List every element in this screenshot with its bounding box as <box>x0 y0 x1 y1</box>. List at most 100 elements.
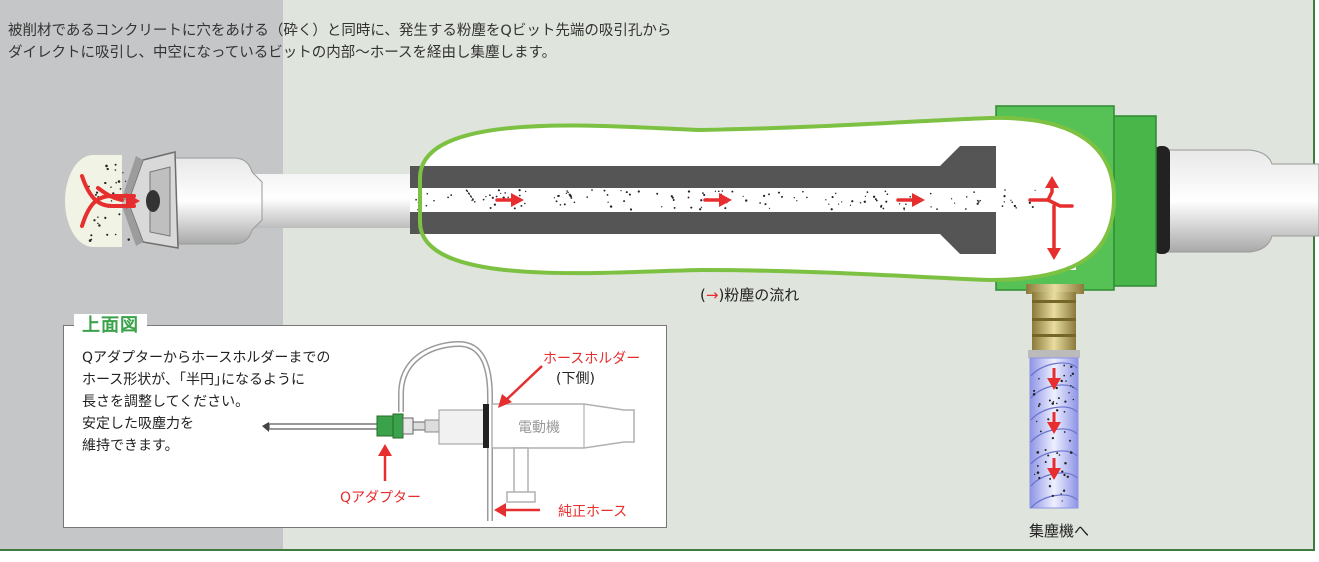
dust-particle <box>491 196 494 199</box>
dust-particle <box>563 203 566 206</box>
dust-particle <box>965 196 968 198</box>
dust-particle <box>1063 473 1066 477</box>
dust-particle <box>591 189 593 191</box>
dust-particle <box>1072 386 1074 388</box>
dust-particle <box>489 207 492 209</box>
dust-particle <box>903 209 905 211</box>
q-adapter-label: Qアダプター <box>340 490 422 506</box>
dust-particle <box>1049 477 1052 480</box>
dust-particle <box>1035 420 1038 423</box>
dust-particle <box>1038 377 1040 380</box>
dust-particle <box>106 167 109 171</box>
dust-particle <box>447 196 449 199</box>
flow-label-prefix: ( <box>700 286 706 304</box>
dust-particles-hose <box>1032 364 1075 502</box>
dust-particle <box>1063 364 1066 367</box>
dust-particle <box>497 189 500 192</box>
dust-particle <box>115 181 117 184</box>
dust-particle <box>763 194 766 197</box>
dust-particle <box>702 192 704 194</box>
dust-particle <box>866 191 869 193</box>
dust-particle <box>863 200 866 203</box>
hose-coil <box>1030 450 1078 465</box>
dust-particle <box>1072 398 1075 401</box>
dust-particle <box>1037 405 1040 408</box>
dust-particle <box>687 190 691 193</box>
dust-particle <box>105 164 108 168</box>
dust-particle <box>1051 494 1054 498</box>
dust-particle <box>495 195 498 198</box>
dust-particle <box>965 208 967 210</box>
dust-particle <box>485 195 487 198</box>
dust-particle <box>502 196 505 199</box>
dust-particle <box>513 207 516 210</box>
dust-particle <box>1069 451 1073 454</box>
dust-particle <box>1038 476 1041 480</box>
dust-particle <box>806 196 808 199</box>
dust-particle <box>1036 451 1040 454</box>
dust-particle <box>759 202 761 204</box>
dust-particle <box>607 201 609 203</box>
dust-particle <box>724 207 727 210</box>
dust-particle <box>426 192 429 195</box>
dust-particle <box>97 222 99 225</box>
dust-particle <box>94 193 97 196</box>
dust-particle <box>1048 485 1052 488</box>
dust-particle <box>1001 205 1004 207</box>
dust-particle <box>1047 454 1050 457</box>
dust-particle <box>471 199 473 202</box>
dust-particle <box>672 198 675 202</box>
dust-particle <box>1036 471 1040 474</box>
dust-particle <box>903 207 906 210</box>
dust-particle <box>504 192 507 194</box>
dust-particle <box>573 201 576 204</box>
dust-particle <box>671 196 674 199</box>
hose-coil <box>1030 406 1078 421</box>
dust-particle <box>1010 199 1012 201</box>
dust-particle <box>1033 473 1036 476</box>
dust-particle <box>1056 402 1058 405</box>
dust-particle <box>1056 452 1059 455</box>
dust-particle <box>700 206 703 208</box>
dust-particle <box>637 190 640 193</box>
top-view-title: 上面図 <box>74 314 147 338</box>
dust-particle <box>623 200 626 203</box>
dust-particle <box>690 206 693 209</box>
dust-particle <box>872 195 876 198</box>
dust-particle <box>114 169 117 171</box>
dust-particle <box>1037 465 1039 467</box>
dust-particle <box>825 199 827 201</box>
genuine-hose-label: 純正ホース <box>558 504 628 520</box>
dust-particle <box>717 190 720 193</box>
dust-particle <box>1063 431 1066 433</box>
dust-particle <box>1038 403 1041 406</box>
dust-particle <box>1065 380 1067 382</box>
motor-label: 電動機 <box>518 420 560 436</box>
dust-particle <box>930 206 932 208</box>
dust-particle <box>106 233 109 236</box>
dust-particle <box>471 198 474 200</box>
dust-particle <box>1061 500 1063 502</box>
dust-particle <box>841 201 843 203</box>
intro-text: 被削材であるコンクリートに穴をあける（砕く）と同時に、発生する粉塵をQビット先端… <box>8 20 671 64</box>
dust-particle <box>1044 460 1047 464</box>
dust-particle <box>768 207 771 209</box>
dust-particle <box>1052 401 1055 403</box>
dust-particle <box>828 203 830 205</box>
suction-arrows <box>80 174 140 228</box>
dust-particle <box>570 197 573 199</box>
dust-particle <box>629 208 633 211</box>
dust-particle <box>1061 470 1064 473</box>
dust-particle <box>1062 489 1066 492</box>
dust-particle <box>1051 436 1055 440</box>
dust-particle <box>110 200 113 202</box>
dust-particle <box>781 195 783 198</box>
dust-particle <box>586 196 588 198</box>
dust-particle <box>625 191 628 194</box>
dust-particle <box>1031 205 1034 209</box>
dust-particle <box>1055 386 1058 390</box>
dust-particle <box>1032 393 1036 396</box>
dust-particle <box>104 181 107 185</box>
dust-particle <box>905 203 907 205</box>
